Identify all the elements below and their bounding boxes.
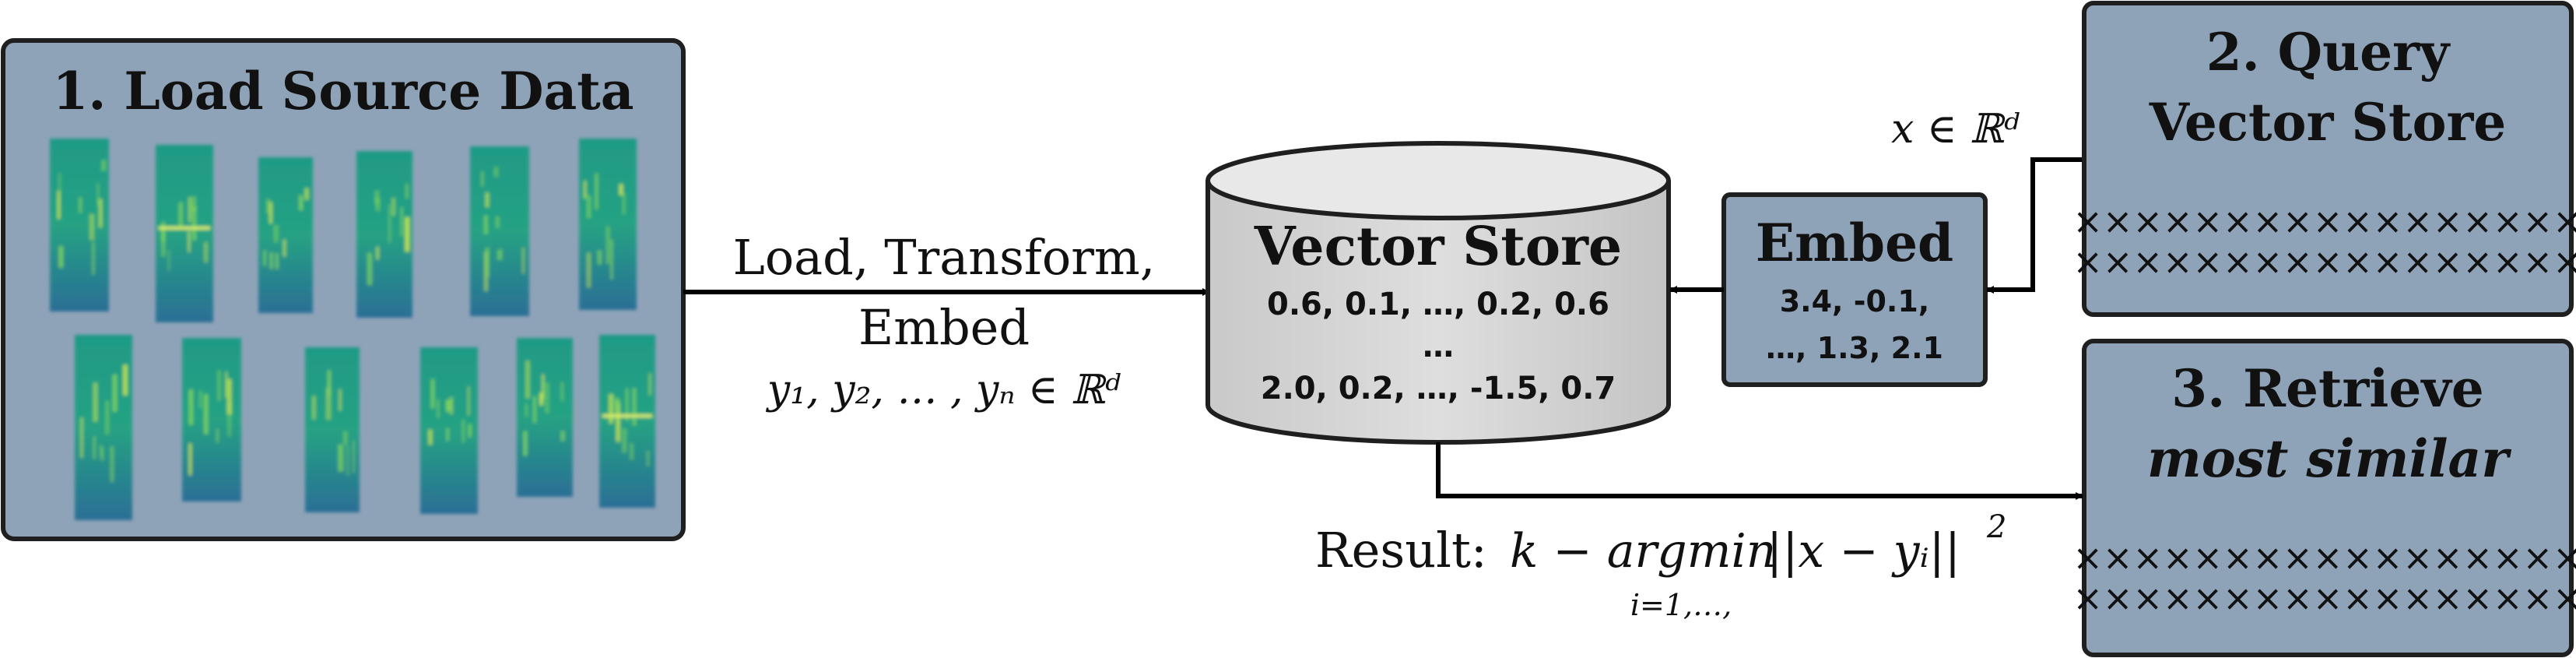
- vector-store-title: Vector Store: [1254, 216, 1622, 278]
- retrieve-placeholder-row2: ×××××××××××××××××: [2072, 577, 2576, 619]
- result-norm: ||x − yᵢ||: [1767, 524, 1960, 579]
- source-data-title: 1. Load Source Data: [52, 61, 633, 121]
- spectrogram-thumbnail: [182, 338, 241, 501]
- query-placeholder-row2: ×××××××××××××××××: [2072, 241, 2576, 283]
- result-expression: k − argmin: [1510, 524, 1776, 579]
- retrieve-box: 3. Retrieve most similar ×××××××××××××××…: [2072, 339, 2576, 657]
- spectrogram-thumbnail: [50, 139, 109, 311]
- retrieve-title-line1: 3. Retrieve: [2171, 358, 2483, 419]
- spectrogram-thumbnail: [470, 146, 529, 316]
- spectrogram-thumbnails: [50, 139, 655, 520]
- embed-title: Embed: [1756, 213, 1953, 273]
- vector-store-ellipsis: …: [1423, 329, 1454, 364]
- store-to-retrieve-arrow: [1436, 442, 2083, 500]
- spectrogram-thumbnail: [599, 335, 655, 508]
- retrieve-title-line2: most similar: [2147, 428, 2511, 489]
- retrieve-placeholder-row1: ×××××××××××××××××: [2072, 537, 2576, 579]
- vector-store-row2: 2.0, 0.2, …, -1.5, 0.7: [1261, 371, 1616, 406]
- load-label-math: y₁, y₂, … , yₙ ∈ ℝᵈ: [766, 367, 1121, 413]
- spectrogram-thumbnail: [305, 347, 360, 512]
- spectrogram-thumbnail: [420, 347, 478, 514]
- query-title-line1: 2. Query: [2206, 22, 2451, 83]
- embed-row1: 3.4, -0.1,: [1780, 284, 1930, 318]
- vector-store-cylinder: Vector Store 0.6, 0.1, …, 0.2, 0.6 … 2.0…: [1206, 141, 1671, 445]
- spectrogram-thumbnail: [258, 157, 313, 313]
- query-placeholder-row1: ×××××××××××××××××: [2072, 200, 2576, 242]
- result-power: 2: [1986, 509, 2006, 545]
- source-data-box: 1. Load Source Data: [1, 38, 686, 541]
- query-box: 2. Query Vector Store ××××××××××××××××× …: [2072, 1, 2576, 317]
- query-vector-label: x ∈ ℝᵈ: [1891, 106, 2020, 153]
- result-label: Result: k − argmin ||x − yᵢ|| 2 i=1,…,: [1315, 509, 2006, 622]
- spectrogram-thumbnail: [156, 145, 213, 322]
- spectrogram-thumbnail: [517, 338, 573, 497]
- spectrogram-thumbnail: [579, 139, 637, 310]
- query-to-embed-arrow: [1986, 157, 2084, 294]
- result-prefix: Result:: [1315, 522, 1487, 579]
- result-subscript: i=1,…,: [1630, 588, 1732, 622]
- load-label-line2: Embed: [858, 299, 1030, 356]
- load-label-line1: Load, Transform,: [733, 229, 1156, 286]
- embed-row2: …, 1.3, 2.1: [1766, 331, 1943, 365]
- spectrogram-thumbnail: [75, 335, 132, 520]
- vector-store-row1: 0.6, 0.1, …, 0.2, 0.6: [1267, 287, 1609, 322]
- embed-box: Embed 3.4, -0.1, …, 1.3, 2.1: [1721, 192, 1988, 387]
- query-title-line2: Vector Store: [2149, 92, 2507, 153]
- spectrogram-thumbnail: [356, 151, 412, 318]
